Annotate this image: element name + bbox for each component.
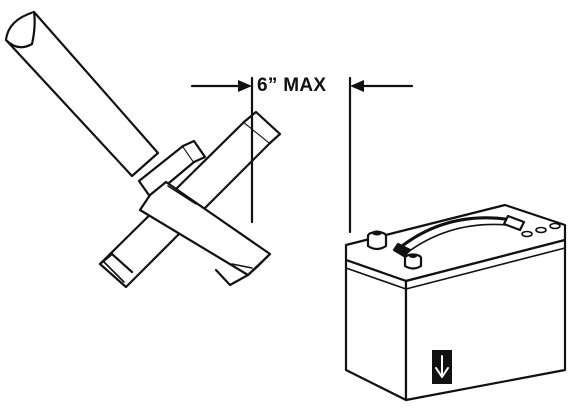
tool-handle: [4, 10, 160, 178]
cross-bar-tool-icon: [4, 10, 282, 289]
dimension-marker: [190, 76, 414, 234]
battery-terminal-left: [366, 230, 388, 251]
battery-vent-caps: [521, 222, 561, 238]
battery-icon: [344, 203, 567, 402]
battery-terminal-right: [403, 253, 423, 270]
battery-front: [344, 258, 408, 402]
dimension-label: 6” MAX: [257, 75, 327, 96]
tool-arm-b: [138, 180, 272, 287]
right-dimension-arrow: [350, 80, 414, 92]
battery-lid-lip: [345, 247, 566, 290]
tool-collar: [137, 139, 207, 200]
down-arrow-icon: [432, 350, 452, 384]
left-dimension-arrow: [190, 80, 252, 92]
tool-edges: [103, 185, 253, 283]
battery-carry-handle: [392, 214, 526, 258]
